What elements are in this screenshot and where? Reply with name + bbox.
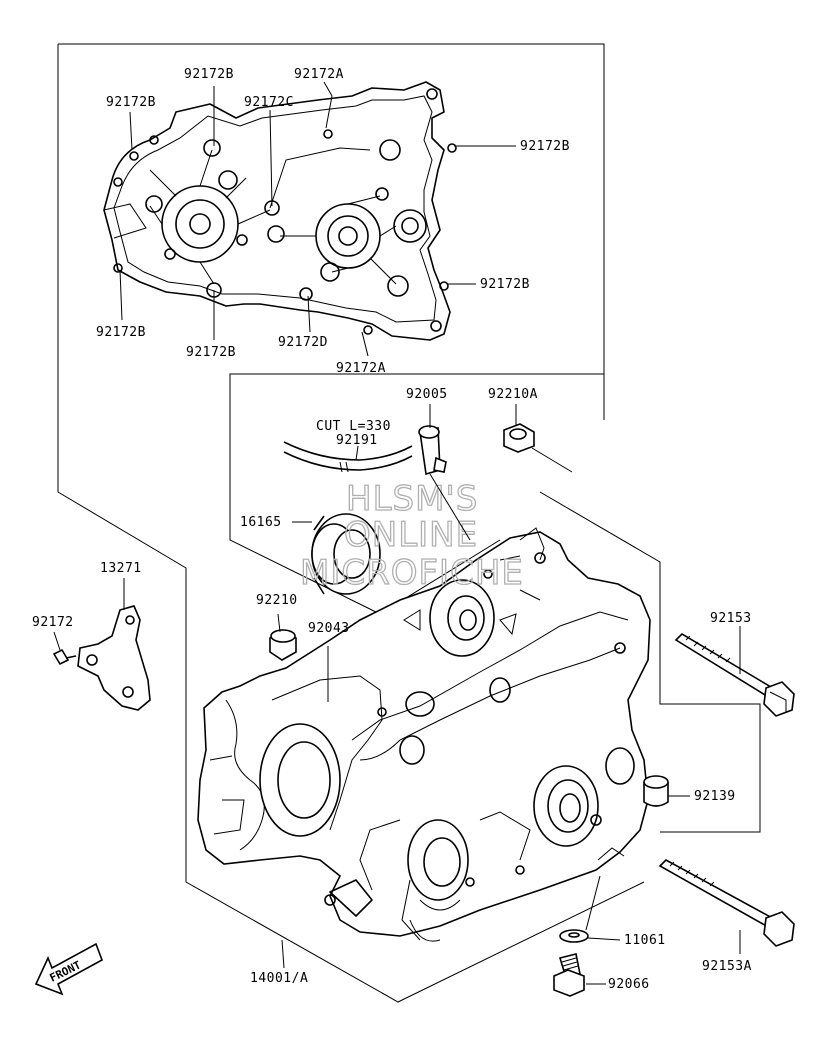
label-92172b-bottom: 92172B: [186, 345, 236, 360]
label-92172a-bottom: 92172A: [336, 361, 386, 376]
label-92172b-right2: 92172B: [480, 277, 530, 292]
nut-92210a: [503, 423, 573, 473]
label-92153: 92153: [710, 611, 752, 626]
label-92043: 92043: [308, 621, 350, 636]
label-14001a: 14001/A: [250, 971, 308, 986]
label-92172b-right1: 92172B: [520, 139, 570, 154]
bushing-92139: [643, 775, 669, 807]
label-11061: 11061: [624, 933, 666, 948]
watermark: HLSM'S ONLINE MICROFICHE: [299, 478, 524, 593]
watermark-line-2: ONLINE: [344, 515, 478, 555]
label-92210: 92210: [256, 593, 298, 608]
label-13271: 13271: [100, 561, 142, 576]
fitting-92005: [418, 425, 447, 476]
hose-92191: [283, 441, 413, 473]
label-92172a-top: 92172A: [294, 67, 344, 82]
label-92139: 92139: [694, 789, 736, 804]
watermark-line-1: HLSM'S: [346, 479, 478, 519]
crankcase-gasket: [103, 81, 457, 341]
nut-92210: [269, 629, 297, 661]
label-92172: 92172: [32, 615, 74, 630]
front-arrow-icon: FRONT: [34, 942, 103, 996]
label-92153a: 92153A: [702, 959, 752, 974]
label-16165: 16165: [240, 515, 282, 530]
bolt-92172: [52, 648, 77, 666]
label-cut-note: CUT L=330: [316, 419, 391, 434]
label-92172b-bottomleft: 92172B: [96, 325, 146, 340]
label-92172b-top: 92172B: [184, 67, 234, 82]
label-92172b-left: 92172B: [106, 95, 156, 110]
leader-lines: [53, 81, 741, 985]
label-92210a: 92210A: [488, 387, 538, 402]
callout-labels: 92172B 92172A 92172B 92172C 92172B 92172…: [32, 67, 752, 992]
bolt-92066: [553, 953, 585, 997]
label-92066: 92066: [608, 977, 650, 992]
oil-seal-16165: [311, 513, 381, 595]
label-92191: 92191: [336, 433, 378, 448]
label-92172d: 92172D: [278, 335, 328, 350]
watermark-line-3: MICROFICHE: [300, 553, 524, 593]
group-outline-crankcase: [229, 374, 761, 833]
label-92005: 92005: [406, 387, 448, 402]
label-92172c: 92172C: [244, 95, 294, 110]
crankcase-14001a: [197, 527, 651, 942]
bolt-92153: [674, 632, 795, 717]
washer-11061: [559, 929, 589, 943]
bracket-13271: [77, 605, 151, 711]
bolt-92153a: [658, 859, 795, 947]
